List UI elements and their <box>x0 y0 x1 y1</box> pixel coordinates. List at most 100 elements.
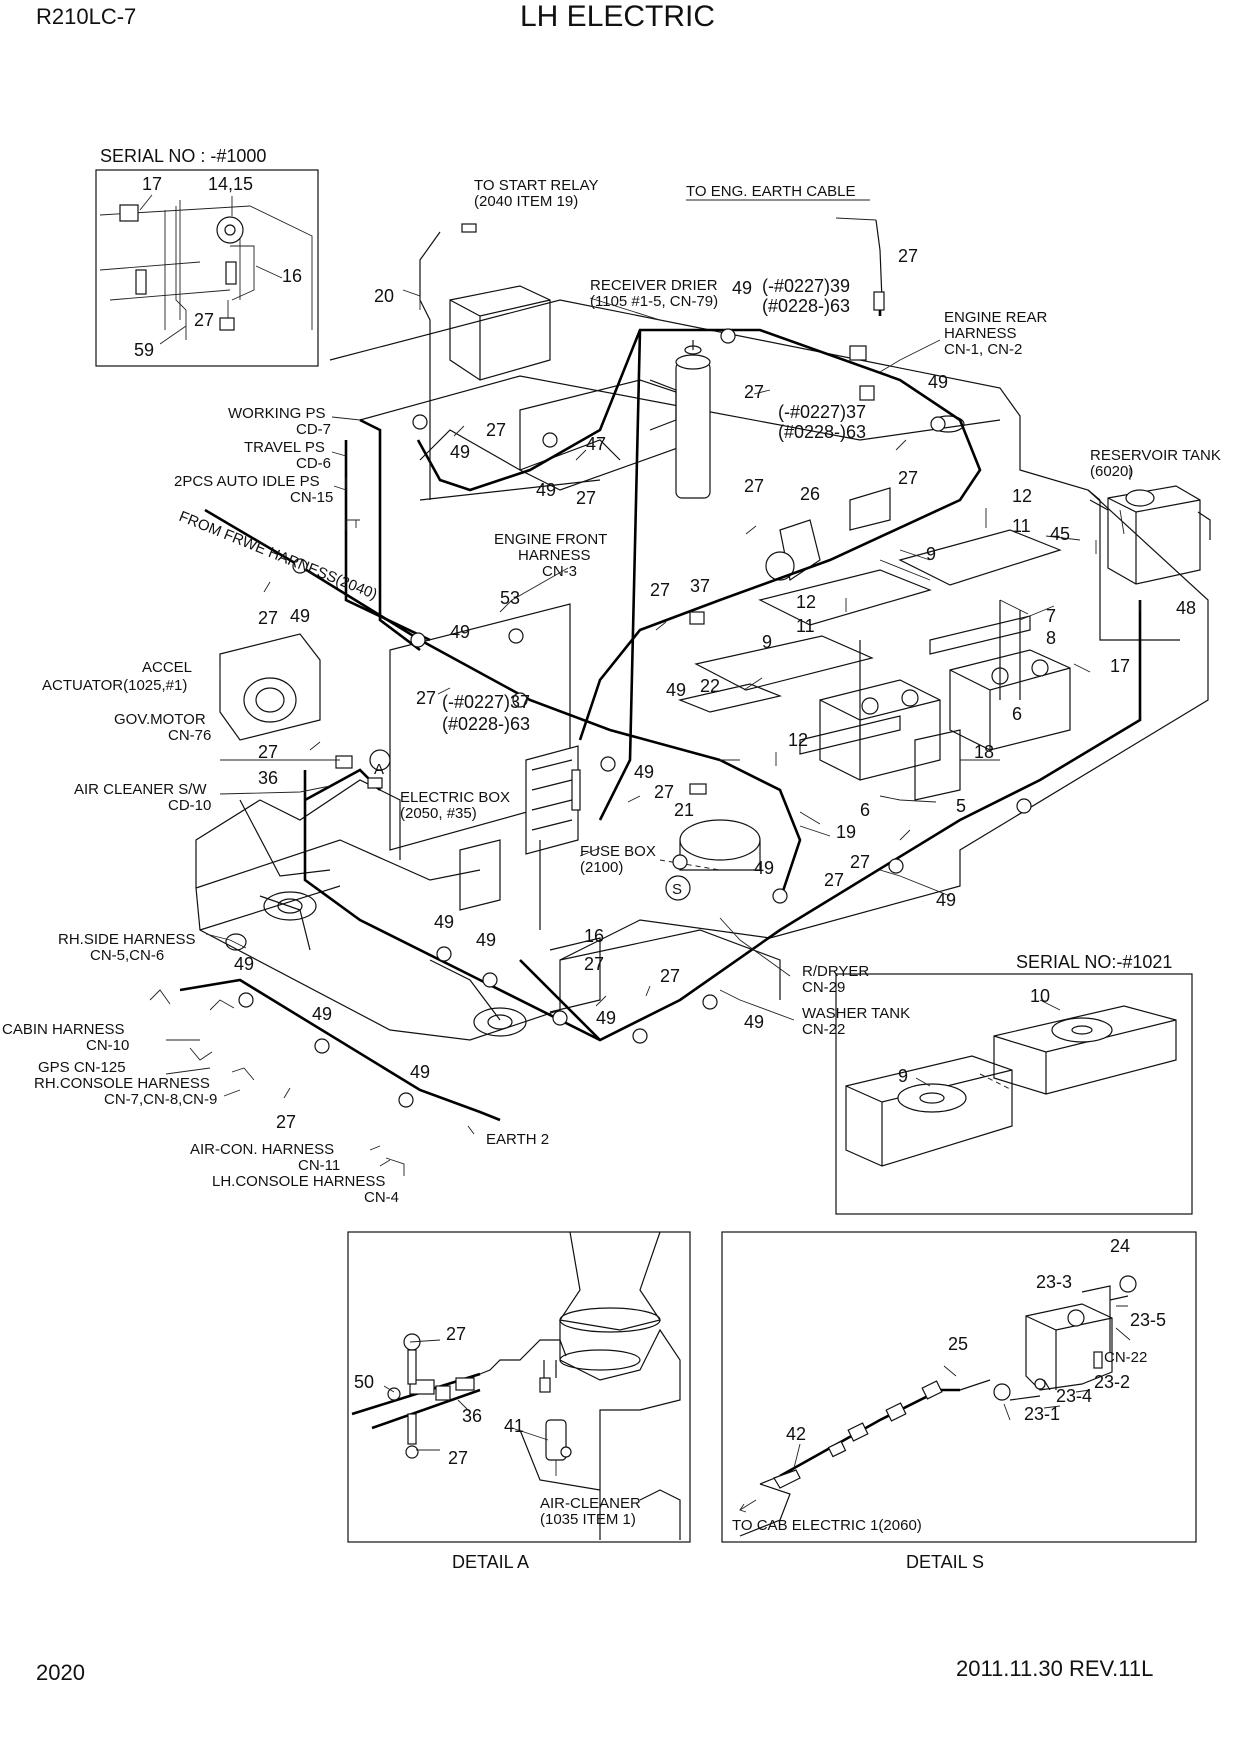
inset-frame <box>95 169 319 367</box>
part-18: 18 <box>974 742 994 762</box>
version-note-63b: (#0228-)63 <box>778 422 866 442</box>
fuse-box-label: FUSE BOX <box>580 843 656 860</box>
inset-1021-frame <box>835 973 1193 1215</box>
part-49-rear: 49 <box>928 372 948 392</box>
detail-a: 27 50 36 41 27 AIR-CLEANER (1035 ITEM 1)… <box>347 1231 691 1572</box>
detail-s-part-23-5: 23-5 <box>1130 1310 1166 1330</box>
part-17-inset: 17 <box>142 174 162 194</box>
part-8: 8 <box>1046 628 1056 648</box>
rh-console-connectors: CN-7,CN-8,CN-9 <box>104 1091 217 1108</box>
reservoir-tank-ref: (6020) <box>1090 463 1133 480</box>
part-9-inset: 9 <box>898 1066 908 1086</box>
detail-a-part-50: 50 <box>354 1372 374 1392</box>
engine-front-harness-label: ENGINE FRONT <box>494 531 607 548</box>
part-26: 26 <box>800 484 820 504</box>
part-49-right: 49 <box>936 890 956 910</box>
rdryer-connector: CN-29 <box>802 979 845 996</box>
detail-a-part-27-bottom: 27 <box>448 1448 468 1468</box>
from-frwe-harness-label: FROM FRWE HARNESS(2040) <box>177 508 380 603</box>
part-47: 47 <box>586 434 606 454</box>
revision-date: 2011.11.30 REV.11L <box>956 1656 1153 1681</box>
part-49-middle: 49 <box>536 480 556 500</box>
part-27-fuse: 27 <box>654 782 674 802</box>
part-14-15: 14,15 <box>208 174 253 194</box>
part-49-center: 49 <box>666 680 686 700</box>
rdryer-label: R/DRYER <box>802 963 869 980</box>
part-49-fuse: 49 <box>634 762 654 782</box>
cabin-harness-connector: CN-10 <box>86 1037 129 1054</box>
part-45: 45 <box>1050 524 1070 544</box>
detail-s-cn22-label: CN-22 <box>1104 1349 1147 1366</box>
reservoir-tank-label: RESERVOIR TANK <box>1090 447 1221 464</box>
part-49-receiver: 49 <box>732 278 752 298</box>
air-cleaner-ref: (1035 ITEM 1) <box>540 1511 636 1528</box>
air-cleaner-switch-connector: CD-10 <box>168 797 211 814</box>
part-7: 7 <box>1046 606 1056 626</box>
detail-s: 24 23-3 23-5 CN-22 25 23-2 23-4 23-1 42 … <box>721 1231 1197 1572</box>
part-27-horn: 27 <box>744 476 764 496</box>
detail-s-part-23-4: 23-4 <box>1056 1386 1092 1406</box>
inset-serial-1000-label: SERIAL NO : -#1000 <box>100 146 266 166</box>
part-21: 21 <box>674 800 694 820</box>
travel-ps-label: TRAVEL PS <box>244 439 325 456</box>
engine-rear-harness-label-2: HARNESS <box>944 325 1017 342</box>
part-27-center: 27 <box>650 580 670 600</box>
part-49-lower-b: 49 <box>744 1012 764 1032</box>
air-cleaner-label: AIR-CLEANER <box>540 1495 641 1512</box>
part-11-middle: 11 <box>796 616 815 636</box>
washer-tank-label: WASHER TANK <box>802 1005 910 1022</box>
working-ps-label: WORKING PS <box>228 405 326 422</box>
to-start-relay-ref: (2040 ITEM 19) <box>474 193 578 210</box>
part-19: 19 <box>836 822 856 842</box>
detail-s-part-25: 25 <box>948 1334 968 1354</box>
model-label: R210LC-7 <box>36 4 136 29</box>
part-59: 59 <box>134 340 154 360</box>
version-note-39: (-#0227)39 <box>762 276 850 296</box>
part-48: 48 <box>1176 598 1196 618</box>
part-27-frwe: 27 <box>258 608 278 628</box>
engine-front-harness-label-2: HARNESS <box>518 547 591 564</box>
part-49-s: 49 <box>754 858 774 878</box>
part-49-working: 49 <box>450 442 470 462</box>
part-27-lower-b: 27 <box>660 966 680 986</box>
leader-lines <box>165 217 1131 1176</box>
part-49-cabin: 49 <box>312 1004 332 1024</box>
version-note-63c: (#0228-)63 <box>442 714 530 734</box>
part-16-main: 16 <box>584 926 604 946</box>
to-cab-electric-label: TO CAB ELECTRIC 1(2060) <box>732 1517 922 1534</box>
part-27-working: 27 <box>486 420 506 440</box>
electric-box-label: ELECTRIC BOX <box>400 789 510 806</box>
to-start-relay-label: TO START RELAY <box>474 177 598 194</box>
detail-a-part-27-top: 27 <box>446 1324 466 1344</box>
part-9-middle: 9 <box>762 632 772 652</box>
upper-frame <box>195 285 1211 1041</box>
part-27-earth: 27 <box>898 246 918 266</box>
part-27-battery-a: 27 <box>850 852 870 872</box>
part-27-lower-a: 27 <box>584 954 604 974</box>
rh-console-harness-label: RH.CONSOLE HARNESS <box>34 1075 210 1092</box>
part-22: 22 <box>700 676 720 696</box>
electric-box-ref: (2050, #35) <box>400 805 477 822</box>
part-53: 53 <box>500 588 520 608</box>
aircon-harness-label: AIR-CON. HARNESS <box>190 1141 334 1158</box>
part-12-lower: 12 <box>788 730 808 750</box>
gov-motor-label: GOV.MOTOR <box>114 711 206 728</box>
main-labels: TO START RELAY (2040 ITEM 19) TO ENG. EA… <box>2 177 1221 1206</box>
page-title: LH ELECTRIC <box>520 0 715 33</box>
detail-s-part-23-2: 23-2 <box>1094 1372 1130 1392</box>
detail-s-part-23-3: 23-3 <box>1036 1272 1072 1292</box>
part-37: 37 <box>690 576 710 596</box>
part-12-middle: 12 <box>796 592 816 612</box>
lh-console-connector: CN-4 <box>364 1189 399 1206</box>
detail-a-part-41: 41 <box>504 1416 524 1436</box>
part-49-frwe: 49 <box>290 606 310 626</box>
part-27-middle: 27 <box>576 488 596 508</box>
washer-tank-connector: CN-22 <box>802 1021 845 1038</box>
accel-actuator-ref: ACTUATOR(1025,#1) <box>42 677 187 694</box>
part-16-inset: 16 <box>282 266 302 286</box>
detail-s-part-24: 24 <box>1110 1236 1130 1256</box>
detail-a-frame <box>347 1231 691 1543</box>
part-6-right: 6 <box>1012 704 1022 724</box>
part-27-gov: 27 <box>258 742 278 762</box>
